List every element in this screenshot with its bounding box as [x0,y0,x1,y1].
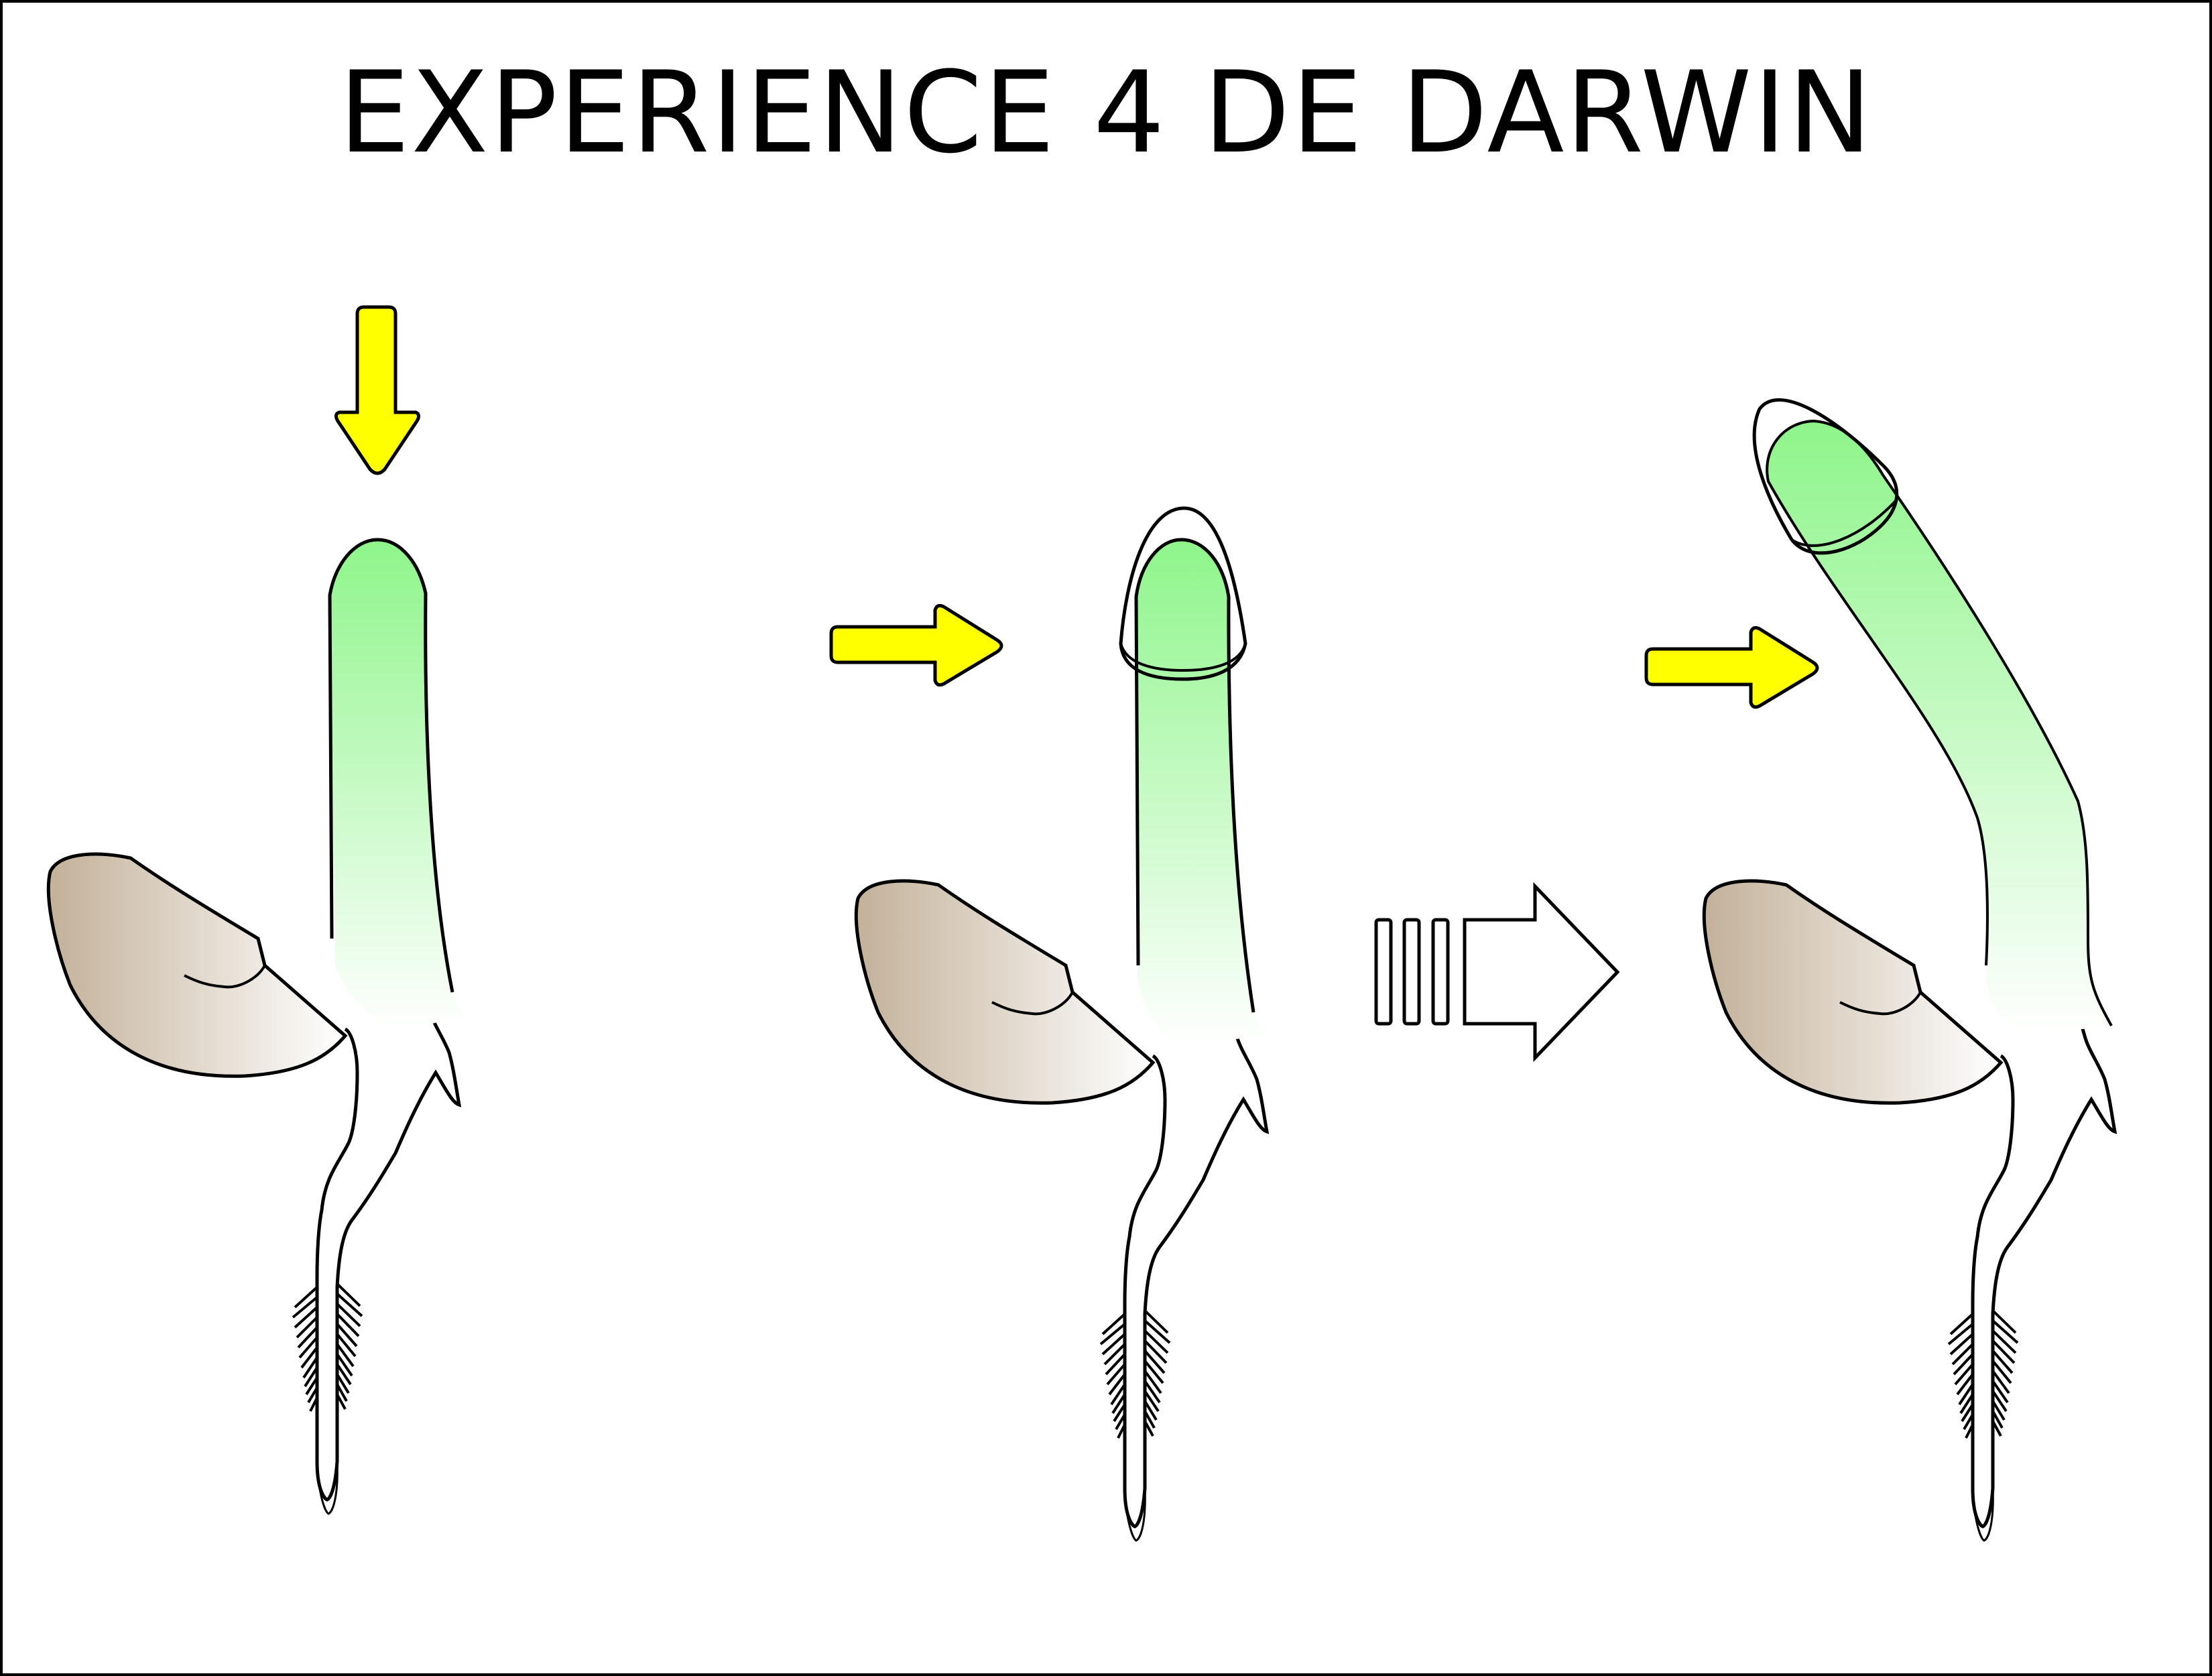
coleoptile-fill [1136,540,1264,1046]
seedling-3 [1644,398,2115,1541]
seedling-2 [829,506,1267,1541]
sequence-arrow-icon [1374,882,1620,1063]
cap-outline-icon [1752,398,1899,555]
coleoptile-fill [330,540,463,1032]
light-arrow-right-icon [1644,625,1819,709]
light-arrow-right-icon [829,603,1003,687]
coleoptile-outline [1134,538,1255,1013]
coleoptile-fill [1767,421,2111,1036]
diagram-title: EXPERIENCE 4 DE DARWIN [339,47,1873,178]
cap-outline-icon [1119,506,1247,681]
light-arrow-down-icon [334,305,421,475]
coleoptile-outline [328,538,454,993]
cap-rim [1790,498,1898,547]
cap-rim [1119,643,1247,672]
seedling-1 [48,305,463,1514]
